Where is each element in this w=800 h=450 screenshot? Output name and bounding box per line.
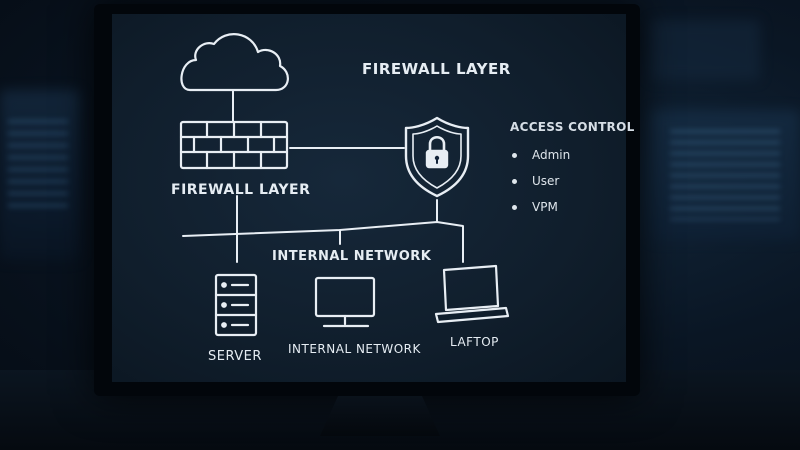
server-label: SERVER [208,349,262,364]
cloud-icon [180,33,289,92]
monitor-label: INTERNAL NETWORK [288,342,421,356]
diagram-title: FIREWALL LAYER [362,60,511,78]
firewall-label: FIREWALL LAYER [171,182,311,198]
access-item-admin: Admin [512,146,570,172]
background-screen-lines-right [670,130,780,220]
access-control-title: ACCESS CONTROL [510,120,635,134]
monitor-icon [314,276,376,328]
network-bus-line [182,221,464,263]
access-item-vpm: VPM [512,198,570,224]
monitor-stand [320,396,440,436]
laptop-label: LAFTOP [450,335,499,349]
internal-network-label: INTERNAL NETWORK [272,249,432,264]
connector-lines [182,89,464,263]
monitor-screen [112,14,626,382]
background-monitor-right [650,110,800,240]
shield-lock-icon [404,116,470,198]
background-screen-lines-left [8,120,68,210]
background-monitor-top [650,20,760,80]
laptop-icon [434,264,510,324]
brick-wall-icon [179,120,289,170]
access-control-list: Admin User VPM [512,146,570,224]
access-item-user: User [512,172,570,198]
server-icon [214,273,258,337]
